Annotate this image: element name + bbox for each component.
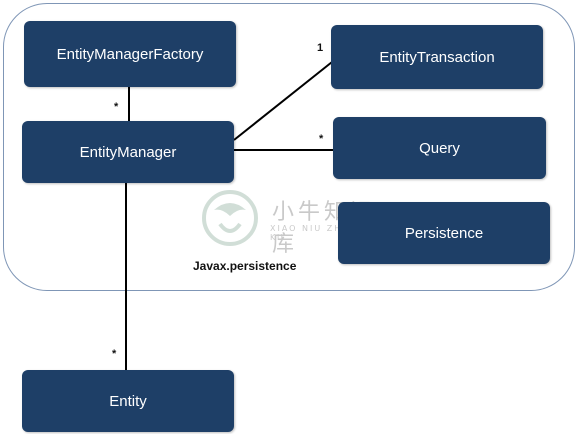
package-frame (3, 3, 575, 291)
node-persistence: Persistence (338, 202, 550, 264)
node-entity: Entity (22, 370, 234, 432)
multiplicity-emf-em: * (114, 101, 119, 113)
node-entity-manager: EntityManager (22, 121, 234, 183)
node-label: EntityManagerFactory (56, 45, 204, 63)
node-label: Query (419, 139, 460, 157)
node-entity-transaction: EntityTransaction (331, 25, 543, 89)
multiplicity-em-query: * (319, 133, 324, 145)
node-label: Persistence (404, 224, 484, 242)
node-query: Query (333, 117, 546, 179)
node-entity-manager-factory: EntityManagerFactory (24, 21, 236, 87)
multiplicity-em-entity: * (112, 348, 117, 360)
bull-logo-icon (202, 190, 258, 246)
connector-em-et (233, 61, 333, 141)
node-label: EntityManager (79, 143, 177, 161)
multiplicity-em-et: 1 (317, 42, 324, 54)
package-label: Javax.persistence (193, 259, 297, 273)
node-label: EntityTransaction (379, 48, 495, 66)
watermark-subtext: XIAO NIU ZHI SHI KU (270, 224, 371, 242)
node-label: Entity (109, 392, 147, 410)
